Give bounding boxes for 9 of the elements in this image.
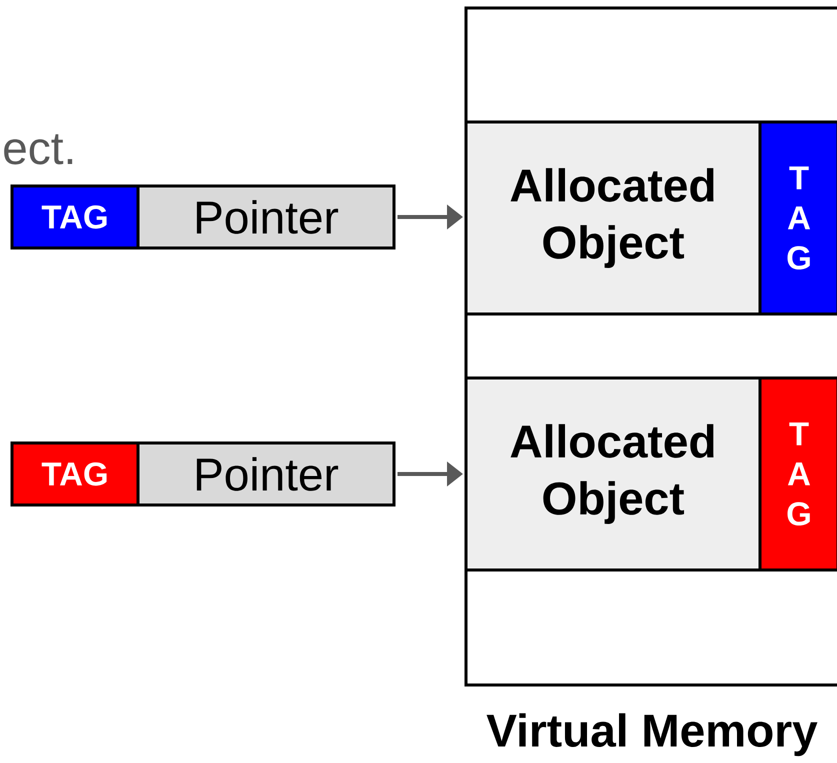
tag-field: TAG xyxy=(10,184,140,250)
tag-block: TAG xyxy=(758,120,837,316)
pointer-field: Pointer xyxy=(136,184,396,250)
cut-off-text: ect. xyxy=(4,134,72,164)
tag-field: TAG xyxy=(10,442,140,506)
allocated-object-block: Allocated Object xyxy=(464,120,762,316)
pointer-field: Pointer xyxy=(136,442,396,506)
tag-block: TAG xyxy=(758,376,837,572)
allocated-object-block: Allocated Object xyxy=(464,376,762,572)
